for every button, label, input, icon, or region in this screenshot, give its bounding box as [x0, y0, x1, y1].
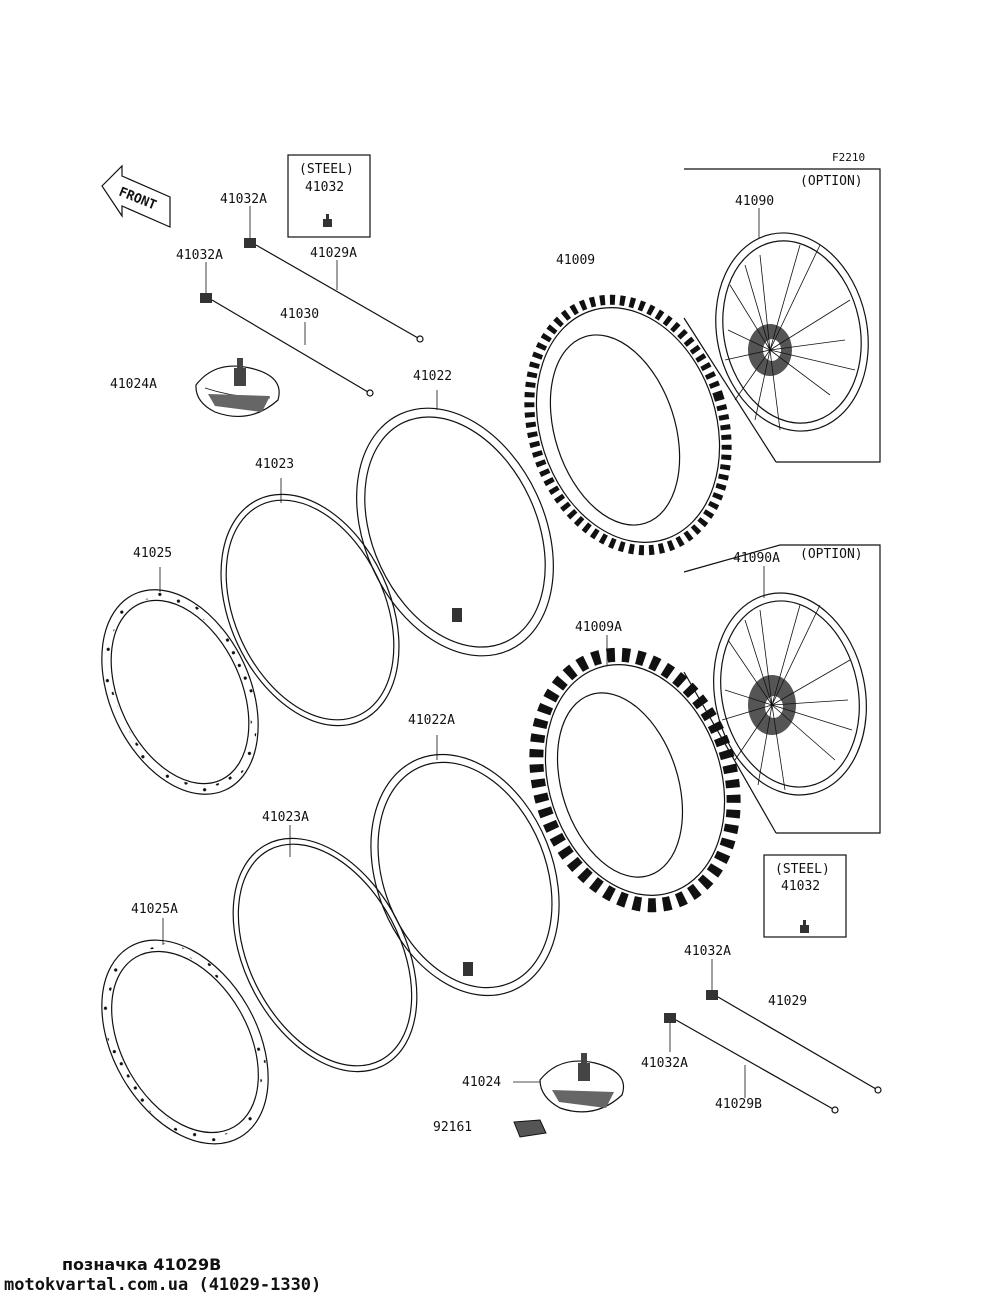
steel-box-bottom: (STEEL) 41032: [763, 854, 847, 938]
label-41030: 41030: [280, 307, 319, 322]
rim-band-41024A: [195, 358, 280, 418]
label-41023A: 41023A: [262, 810, 309, 825]
label-41029A: 41029A: [310, 246, 357, 261]
spoke-41029: [706, 959, 882, 1094]
tire-41009: [524, 294, 732, 556]
option-box-1: (OPTION): [683, 168, 881, 463]
label-41032A-fourth: 41032A: [641, 1056, 688, 1071]
label-41025: 41025: [133, 546, 172, 561]
label-41023: 41023: [255, 457, 294, 472]
diagram-code: F2210: [832, 151, 865, 164]
front-arrow-icon: FRONT: [101, 164, 171, 228]
steel-box-top-part: 41032: [305, 180, 344, 195]
label-41022A: 41022A: [408, 713, 455, 728]
nipple-icon: [323, 214, 332, 227]
option-label-1: (OPTION): [800, 174, 863, 189]
wheel-41090A: [713, 566, 867, 796]
label-41024A: 41024A: [110, 377, 157, 392]
tire-41009A: [529, 635, 741, 913]
nipple-icon: [800, 920, 809, 933]
part-92161: [513, 1119, 547, 1138]
steel-box-top: (STEEL) 41032: [287, 154, 371, 238]
label-41024: 41024: [462, 1075, 501, 1090]
footer-part-note: позначка 41029B: [62, 1255, 222, 1274]
label-41009A: 41009A: [575, 620, 622, 635]
label-41025A: 41025A: [131, 902, 178, 917]
rim-tape-41023A: [232, 825, 418, 1073]
label-41032A-second: 41032A: [176, 248, 223, 263]
label-41022: 41022: [413, 369, 452, 384]
rim-41025A: [101, 918, 269, 1145]
rim-band-41024: [513, 1053, 624, 1113]
rim-41025: [101, 567, 259, 795]
wheel-41090: [715, 208, 869, 432]
label-41032A-third: 41032A: [684, 944, 731, 959]
label-41029: 41029: [768, 994, 807, 1009]
option-label-2: (OPTION): [800, 547, 863, 562]
label-41032A-top: 41032A: [220, 192, 267, 207]
steel-box-top-title: (STEEL): [299, 162, 354, 177]
footer-site-link[interactable]: motokvartal.com.ua (41029-1330): [4, 1275, 322, 1295]
steel-box-bottom-part: 41032: [781, 879, 820, 894]
label-41090: 41090: [735, 194, 774, 209]
label-41009: 41009: [556, 253, 595, 268]
label-41090A: 41090A: [733, 551, 780, 566]
rim-tape-41023: [220, 478, 400, 727]
label-92161: 92161: [433, 1120, 472, 1135]
steel-box-bottom-title: (STEEL): [775, 862, 830, 877]
spoke-41029B: [664, 1013, 839, 1114]
label-41029B: 41029B: [715, 1097, 762, 1112]
spoke-41029A: [244, 206, 424, 343]
spoke-41030: [200, 262, 374, 397]
tube-41022: [356, 390, 554, 657]
tube-41022A: [370, 735, 560, 997]
